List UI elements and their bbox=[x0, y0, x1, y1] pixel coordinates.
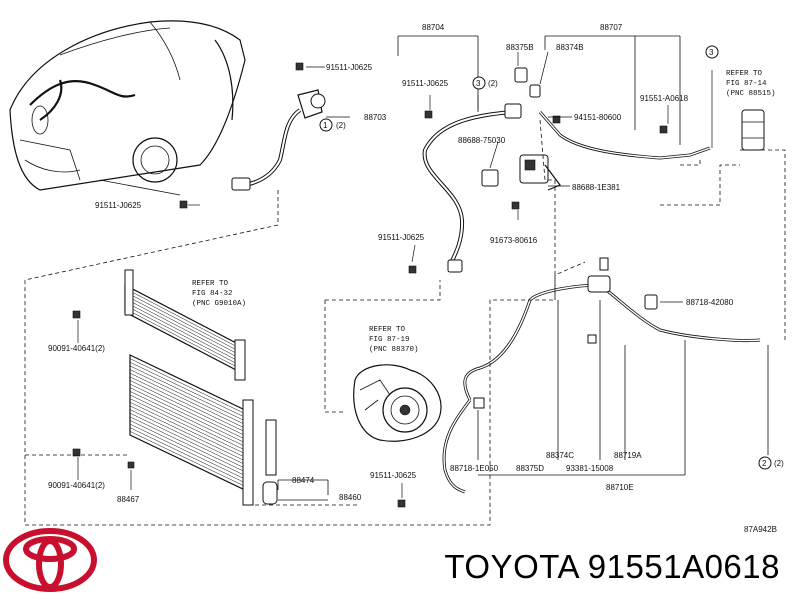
dashed-outlines bbox=[24, 119, 786, 526]
part-number-caption: TOYOTA 91551A0618 bbox=[444, 548, 780, 585]
liquid-pipe-top bbox=[481, 67, 765, 191]
diagram-code: 87A942B bbox=[744, 525, 777, 534]
label-94151: 94151-80600 bbox=[574, 113, 622, 122]
label-91551: 91551-A0618 bbox=[640, 94, 689, 103]
callout-3a: 3 bbox=[476, 79, 481, 88]
ref-84-32-line1: REFER TO bbox=[192, 280, 229, 288]
label-88460: 88460 bbox=[339, 493, 362, 502]
ref-87-14-line3: (PNC 88515) bbox=[726, 90, 776, 98]
radiator bbox=[124, 269, 246, 381]
ref-87-19-line1: REFER TO bbox=[369, 326, 406, 334]
label-88688-1E381: 88688-1E381 bbox=[572, 183, 621, 192]
label-88719A: 88719A bbox=[614, 451, 642, 460]
toyota-logo-icon bbox=[3, 528, 97, 592]
label-88375B: 88375B bbox=[506, 43, 534, 52]
discharge-hose bbox=[231, 89, 326, 191]
bolts bbox=[72, 62, 668, 508]
label-91511-a: 91511-J0625 bbox=[402, 79, 449, 88]
ref-87-14-line1: REFER TO bbox=[726, 70, 763, 78]
label-88718-1E050: 88718-1E050 bbox=[450, 464, 499, 473]
callout-3a-qty: (2) bbox=[488, 79, 498, 88]
label-91511-mid: 91511-J0625 bbox=[378, 233, 425, 242]
label-91511-bot: 91511-J0625 bbox=[370, 471, 417, 480]
label-88375D: 88375D bbox=[516, 464, 544, 473]
lower-brackets bbox=[277, 300, 769, 501]
part-labels: 88704 88707 88375B 88374B 91511-J0625 91… bbox=[48, 23, 777, 534]
ref-87-14-line2: FIG 87-14 bbox=[726, 80, 767, 88]
label-88707: 88707 bbox=[600, 23, 623, 32]
label-88704: 88704 bbox=[422, 23, 445, 32]
callout-1-qty: (2) bbox=[336, 121, 346, 130]
compressor bbox=[353, 364, 442, 442]
lower-pipes bbox=[442, 257, 761, 494]
reference-notes: REFER TO FIG 87-14 (PNC 88515) REFER TO … bbox=[192, 70, 776, 354]
label-88374B: 88374B bbox=[556, 43, 584, 52]
suction-hose bbox=[422, 103, 522, 273]
label-88703: 88703 bbox=[364, 113, 387, 122]
label-88467: 88467 bbox=[117, 495, 140, 504]
ref-84-32-line2: FIG 84-32 bbox=[192, 290, 233, 298]
leader-lines bbox=[77, 51, 713, 498]
label-88710E: 88710E bbox=[606, 483, 634, 492]
ref-87-19-line2: FIG 87-19 bbox=[369, 336, 410, 344]
callout-2b-qty: (2) bbox=[774, 459, 784, 468]
label-91673: 91673-80616 bbox=[490, 236, 538, 245]
ref-84-32-line3: (PNC G9010A) bbox=[192, 300, 246, 308]
label-88688-75030: 88688-75030 bbox=[458, 136, 506, 145]
label-90091-b: 90091-40641(2) bbox=[48, 481, 105, 490]
label-88374C: 88374C bbox=[546, 451, 574, 460]
label-91511-top: 91511-J0625 bbox=[326, 63, 373, 72]
label-88718-42080: 88718-42080 bbox=[686, 298, 734, 307]
callout-2b: 2 bbox=[762, 459, 767, 468]
label-93381: 93381-15008 bbox=[566, 464, 614, 473]
ref-87-19-line3: (PNC 88370) bbox=[369, 346, 419, 354]
car-illustration bbox=[9, 20, 246, 196]
label-91511-left: 91511-J0625 bbox=[95, 201, 142, 210]
callout-3c: 3 bbox=[709, 48, 714, 57]
label-90091-a: 90091-40641(2) bbox=[48, 344, 105, 353]
callouts: 1 (2) 3 (2) 3 2 (2) bbox=[319, 45, 784, 470]
callout-1: 1 bbox=[323, 121, 328, 130]
label-88474: 88474 bbox=[292, 476, 315, 485]
condenser bbox=[129, 354, 278, 506]
